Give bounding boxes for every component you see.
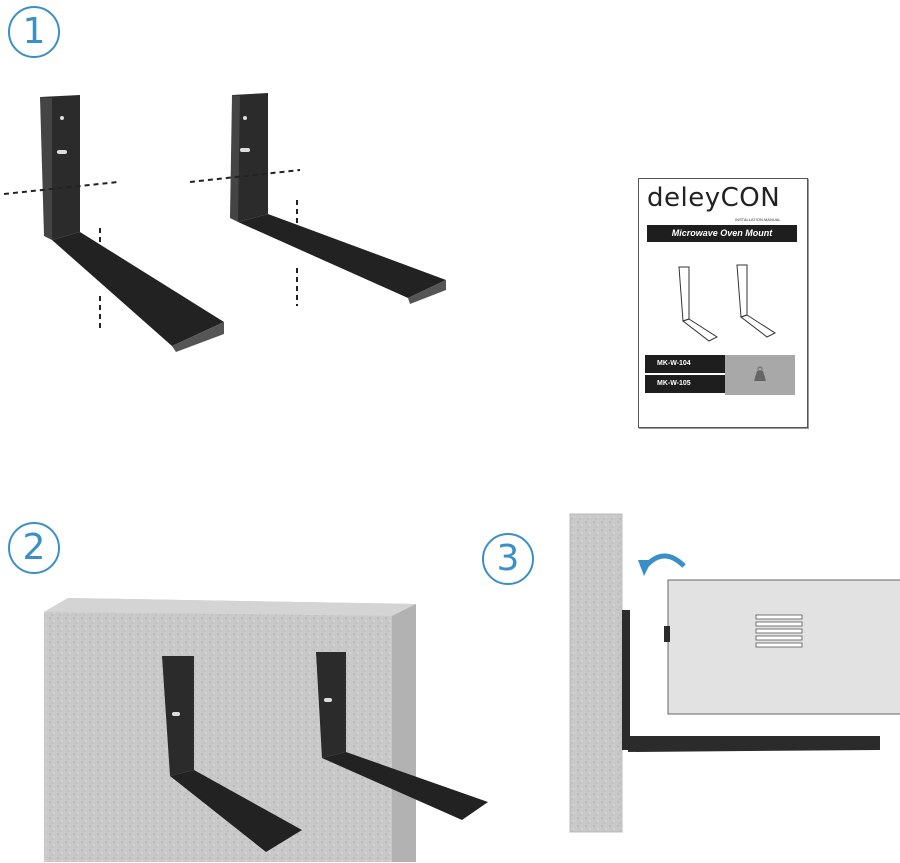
manual-title: Microwave Oven Mount [647, 225, 797, 242]
bracket-right-step1 [230, 93, 446, 304]
installation-manual: deleyCON INSTALLATION MANUAL Microwave O… [638, 178, 808, 428]
guide-lines-step1b [189, 169, 301, 306]
manual-model-2: MK-W-105 [645, 375, 725, 393]
curved-arrow-icon [638, 553, 686, 576]
wall-step3 [569, 513, 623, 833]
step-1-badge: 1 [8, 6, 60, 58]
bracket-left-step1 [40, 95, 224, 352]
manual-installation-label: INSTALLATION MANUAL [735, 217, 781, 222]
manual-model-1: MK-W-104 [645, 355, 725, 373]
manual-bracket-drawing [678, 264, 777, 342]
bracket-step3 [622, 610, 880, 752]
weight-icon [754, 366, 766, 381]
microwave-step3 [664, 579, 900, 715]
bracket-right-step2 [316, 652, 488, 820]
step-2-badge: 2 [8, 522, 60, 574]
bracket-left-step2 [162, 656, 302, 852]
step-3-badge: 3 [482, 533, 534, 585]
guide-lines-step1 [3, 181, 119, 332]
manual-grey-panel [725, 355, 795, 395]
manual-brand: deleyCON [647, 183, 781, 213]
